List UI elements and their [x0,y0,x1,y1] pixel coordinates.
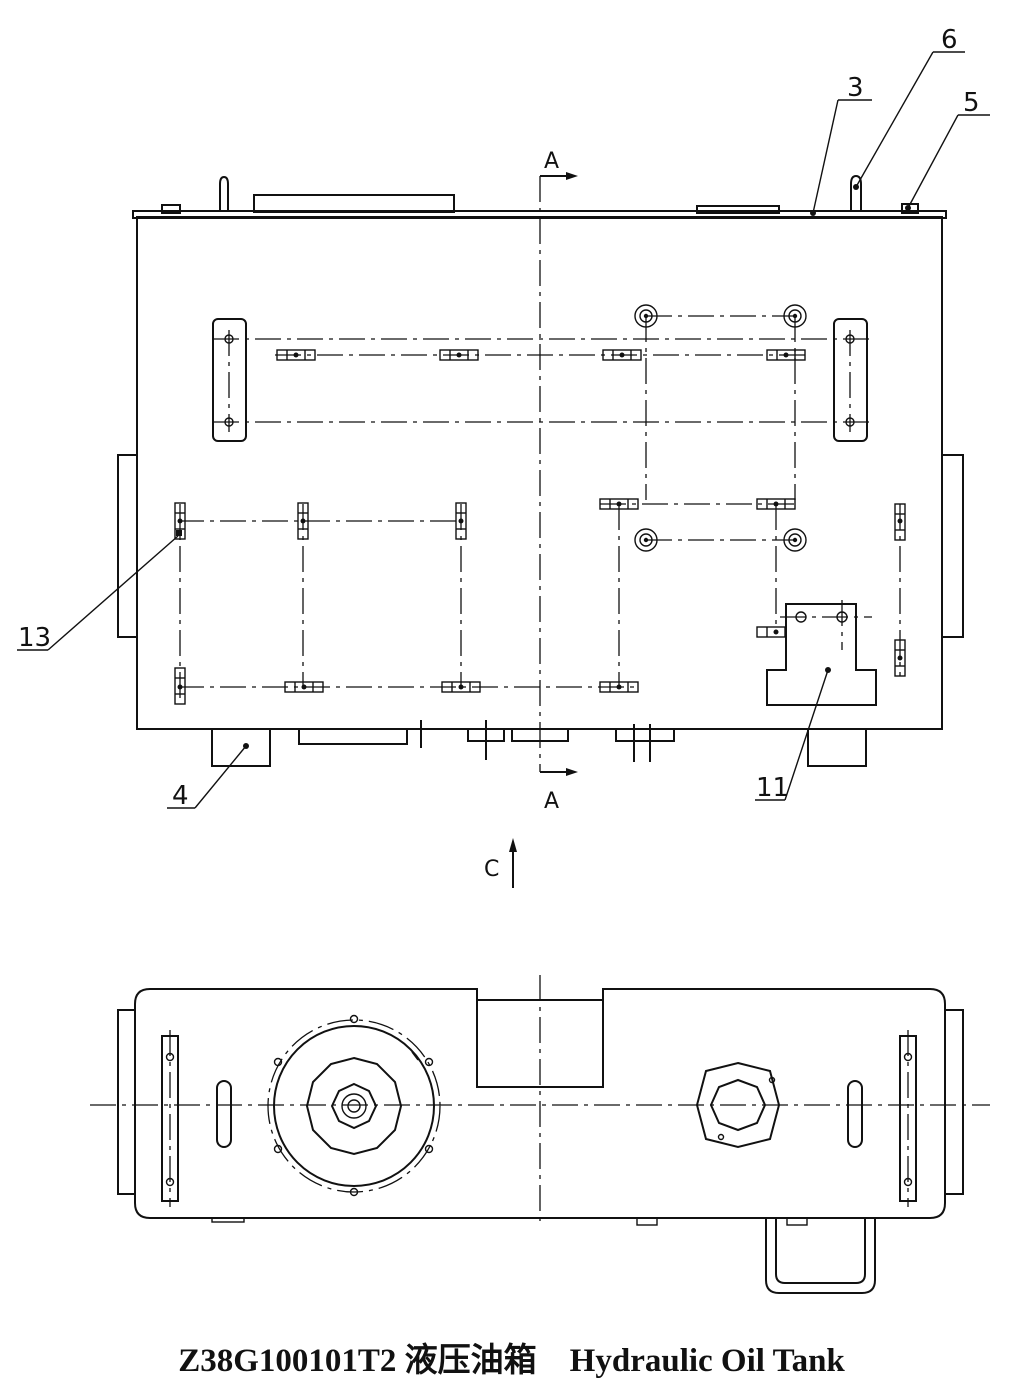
bottom-view [90,975,990,1294]
callout-6: 6 [941,25,958,55]
callout-13: 13 [18,623,51,653]
part-name-cn: 液压油箱 [404,1343,537,1379]
section-label-bottom: A [544,789,559,814]
leader-lines [17,51,990,809]
callout-3: 3 [847,73,864,103]
section-label-top: A [544,149,559,174]
callout-4: 4 [172,781,189,811]
drawing-caption: Z38G100101T2 液压油箱 Hydraulic Oil Tank [0,1333,1023,1381]
callout-labels: 3 6 5 13 4 11 [18,25,980,811]
front-view [117,174,964,772]
part-name-en: Hydraulic Oil Tank [569,1343,845,1379]
part-number: Z38G100101T2 [178,1343,397,1379]
section-marks: A A C [484,149,578,888]
callout-11: 11 [756,773,789,803]
view-label-c: C [484,857,499,882]
callout-5: 5 [963,88,980,118]
